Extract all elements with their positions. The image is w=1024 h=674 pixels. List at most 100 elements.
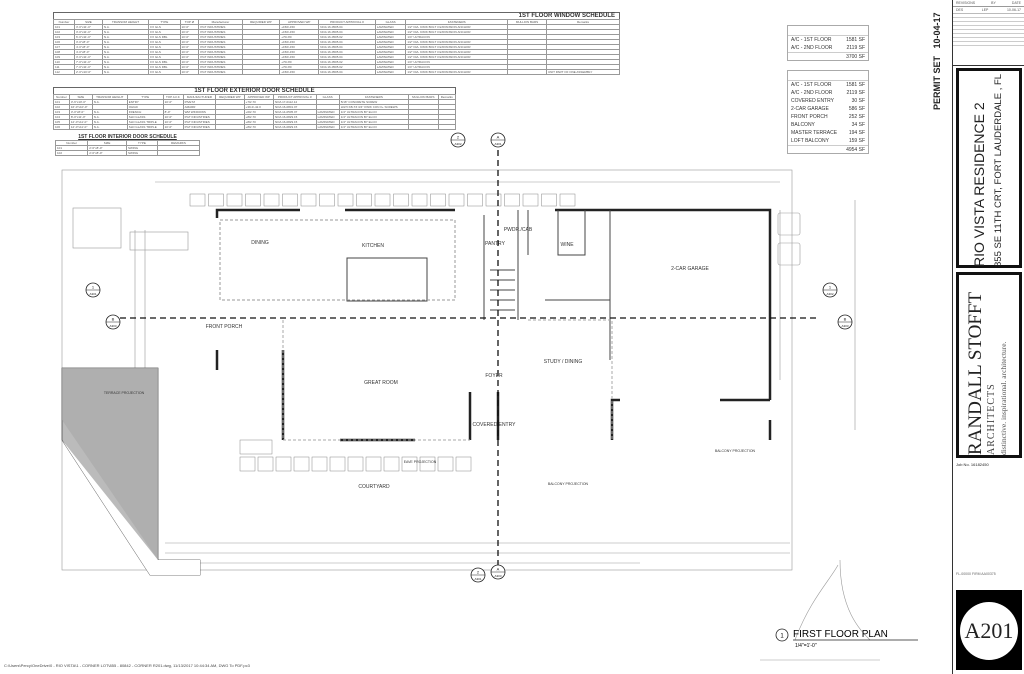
room-label: GREAT ROOM [364, 380, 398, 386]
plan-title: FIRST FLOOR PLAN [793, 629, 888, 640]
firm-sub: ARCHITECTS [986, 383, 997, 455]
room-label: BALCONY PROJECTION [715, 449, 756, 453]
svg-text:1: 1 [92, 285, 95, 290]
sheet-number: A201 [960, 602, 1018, 660]
table-cell [437, 124, 456, 130]
room-label: COURTYARD [358, 484, 390, 490]
room-label: EAVE PROJECTION [404, 460, 437, 464]
svg-text:A303: A303 [109, 324, 116, 328]
svg-text:A302: A302 [826, 292, 833, 296]
room-label: DINING [251, 240, 269, 246]
ac-area-total: 3700 SF [846, 54, 865, 60]
interior-walls [219, 210, 613, 441]
firm-logo: RANDALL STOFFT ARCHITECTS distinctive. i… [956, 272, 1022, 458]
view-number: 1 [780, 634, 784, 640]
svg-text:A301: A301 [89, 292, 96, 296]
footer-file-path: C:\Users\Percy\OneDrive\0 - RIO VISTA\1 … [4, 663, 250, 668]
svg-text:B: B [844, 317, 847, 322]
project-box: RIO VISTA RESIDENCE 2 855 SE 11TH CRT, F… [956, 68, 1022, 268]
table-cell: 112 [52, 69, 76, 75]
svg-text:A302: A302 [454, 142, 461, 146]
total-area-total: 4954 SF [846, 147, 865, 153]
firm-name: RANDALL STOFFT [965, 291, 986, 455]
project-address: 855 SE 11TH CRT, FORT LAUDERDALE , FL [993, 73, 1004, 267]
room-label: PWDR./CAB [504, 227, 533, 233]
table-cell: NOA 16-0505.04 [318, 69, 376, 75]
section-marker[interactable]: A A303 [490, 564, 506, 580]
table-cell: UNIT PART OF ONE ASSEMBLY [545, 69, 621, 75]
exterior-walls [215, 208, 772, 442]
section-marker[interactable]: B A303 [837, 314, 853, 330]
table-cell: N.A. [91, 124, 128, 130]
floor-plan-drawing: 2A302AA3011A301BA3031A302BA303AA3032A301… [61, 132, 918, 661]
room-label: KITCHEN [362, 243, 384, 249]
svg-text:A: A [497, 567, 500, 572]
svg-text:A301: A301 [474, 577, 481, 581]
section-lines [120, 150, 820, 570]
firm-tagline: distinctive. inspirational. architecture… [999, 341, 1008, 455]
section-marker[interactable]: B A303 [105, 314, 121, 330]
property-line [61, 169, 793, 571]
room-label: FOYER [485, 373, 503, 379]
interior-door-schedule-title: 1ST FLOOR INTERIOR DOOR SCHEDULE [55, 134, 200, 140]
room-label: FRONT PORCH [206, 324, 243, 330]
svg-text:A303: A303 [494, 574, 501, 578]
room-label: BALCONY PROJECTION [548, 482, 589, 486]
room-label: STUDY / DINING [544, 359, 583, 365]
room-label: 2-CAR GARAGE [671, 266, 709, 272]
table-cell: PGT INDUSTRIES [198, 69, 243, 75]
svg-text:A301: A301 [494, 142, 501, 146]
project-name: RIO VISTA RESIDENCE 2 [971, 102, 987, 267]
plan-scale: 1/4"=1'-0" [795, 643, 817, 649]
room-label: WINE [560, 242, 574, 248]
svg-text:2: 2 [457, 135, 460, 140]
svg-text:1: 1 [829, 285, 832, 290]
window-schedule-title: 1ST FLOOR WINDOW SCHEDULE [53, 12, 620, 19]
pavers [189, 193, 576, 472]
kitchen-island [346, 257, 428, 302]
svg-text:2: 2 [477, 570, 480, 575]
svg-text:B: B [112, 317, 115, 322]
view-number-circle [775, 628, 789, 642]
svg-text:A303: A303 [841, 324, 848, 328]
sheet-number-box: A201 [956, 590, 1022, 670]
job-number: Job No. 16182450 [956, 462, 989, 467]
table-cell: +150/-150 [279, 69, 320, 75]
table-cell [215, 124, 245, 130]
license-number: FL-00000 FIRM AA00375 [956, 572, 996, 576]
exterior-door-schedule-title: 1ST FLOOR EXTERIOR DOOR SCHEDULE [53, 87, 456, 94]
table-cell [156, 150, 201, 156]
mechanical-pad [72, 207, 122, 249]
